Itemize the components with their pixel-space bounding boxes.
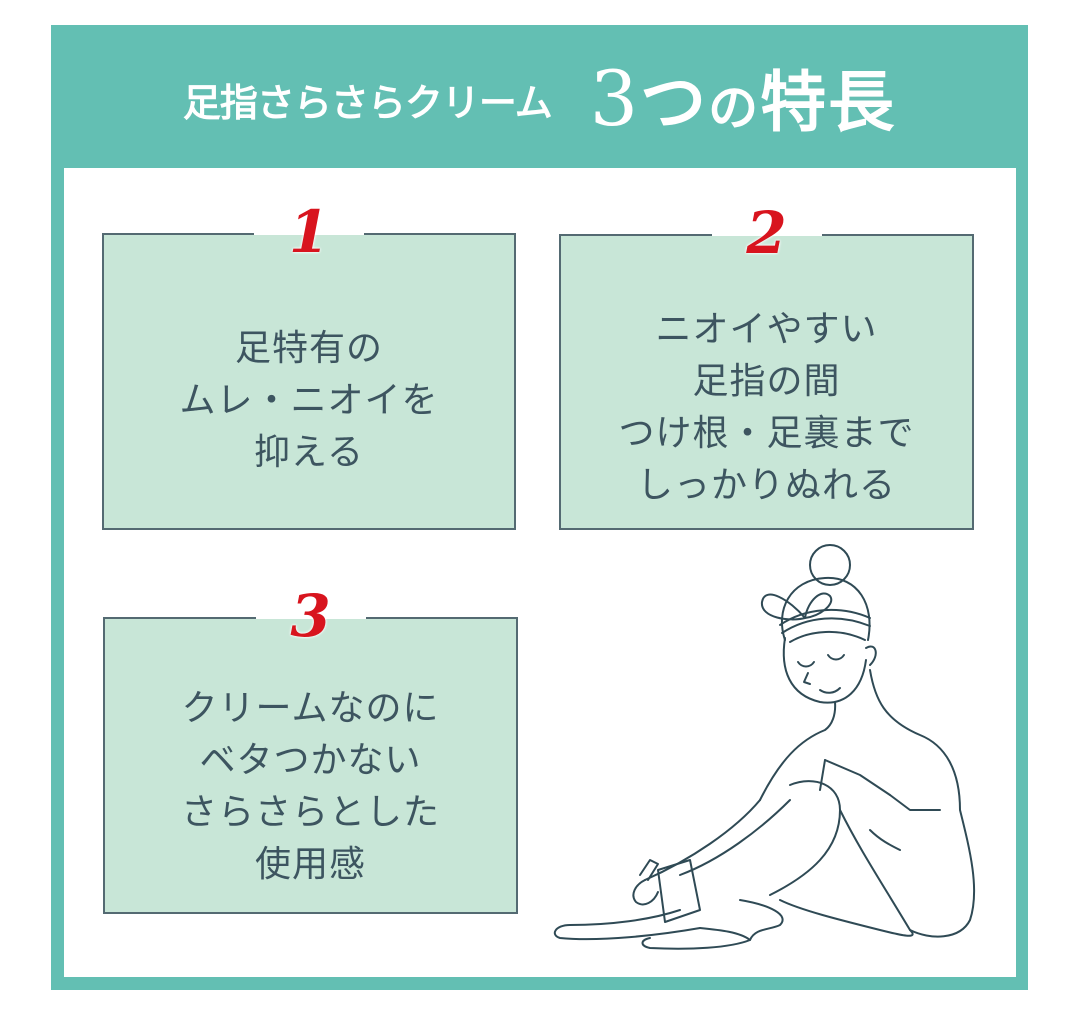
woman-applying-cream-illustration (553, 544, 976, 950)
feature-panel-frame: 足指さらさらクリーム 3つの特長 1 足特有の ムレ・ニオイを 抑える 2 ニオ… (51, 25, 1028, 990)
header: 足指さらさらクリーム 3つの特長 (51, 25, 1028, 168)
content-area: 1 足特有の ムレ・ニオイを 抑える 2 ニオイやすい 足指の間 つけ根・足裏ま… (64, 168, 1016, 977)
feature-card-1: 1 足特有の ムレ・ニオイを 抑える (102, 203, 516, 530)
feature-description: ニオイやすい 足指の間 つけ根・足裏まで しっかりぬれる (618, 309, 915, 506)
feature-card-3: 3 クリームなのに ベタつかない さらさらとした 使用感 (103, 587, 518, 914)
page-title: 3つの特長 (589, 53, 897, 143)
feature-number-badge: 2 (711, 204, 822, 266)
feature-description: クリームなのに ベタつかない さらさらとした 使用感 (180, 688, 440, 885)
product-name: 足指さらさらクリーム (182, 81, 553, 125)
feature-card-2: 2 ニオイやすい 足指の間 つけ根・足裏まで しっかりぬれる (559, 204, 974, 530)
feature-description: 足特有の ムレ・ニオイを 抑える (179, 328, 439, 473)
feature-number-badge: 1 (254, 203, 364, 265)
feature-number-badge: 3 (255, 587, 366, 649)
